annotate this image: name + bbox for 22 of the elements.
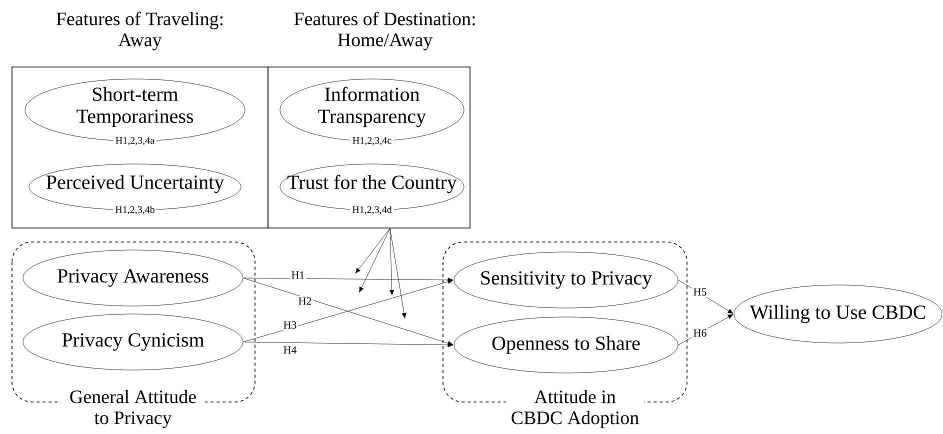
group-title: General Attitude to Privacy: [61, 388, 205, 430]
arrow: [243, 278, 454, 282]
edge-label: H1: [290, 270, 306, 280]
hypothesis-label: H1,2,3,4d: [350, 204, 394, 216]
group-title: Attitude in CBDC Adoption: [506, 388, 644, 430]
hypothesis-label: H1,2,3,4c: [350, 135, 394, 148]
edge-label: H4: [282, 344, 298, 356]
edge-label: H5: [692, 286, 708, 298]
arrow: [355, 228, 390, 274]
edge-label: H6: [692, 328, 708, 338]
hypothesis-label: H1,2,3,4b: [113, 204, 157, 216]
arrow: [390, 228, 394, 296]
column-heading: Features of Destination: Home/Away: [294, 12, 475, 50]
arrow: [678, 314, 734, 346]
arrow: [678, 280, 734, 314]
arrow: [243, 342, 454, 348]
arrow: [390, 228, 406, 318]
edge-label: H3: [282, 320, 298, 330]
arrow: [359, 228, 390, 293]
edge-label: H2: [296, 296, 314, 306]
hypothesis-label: H1,2,3,4a: [113, 135, 157, 148]
column-heading: Features of Traveling: Away: [56, 12, 223, 50]
